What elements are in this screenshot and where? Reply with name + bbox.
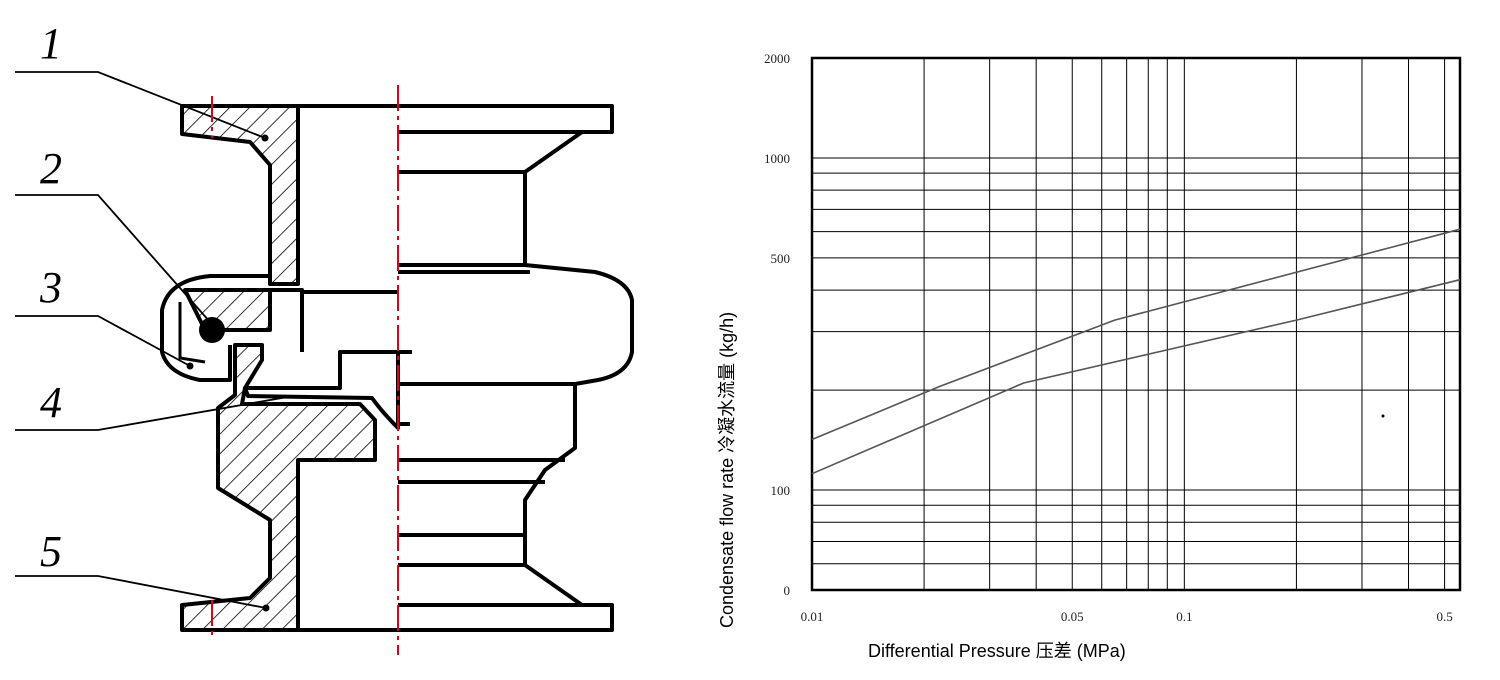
- y-tick-label: 100: [771, 483, 791, 498]
- leader-lines: [15, 71, 369, 609]
- chart-plot-area: [810, 56, 1462, 592]
- stray-dot: [1381, 414, 1385, 418]
- x-axis-title: Differential Pressure 压差 (MPa): [868, 641, 1126, 661]
- y-tick-label: 2000: [764, 51, 790, 66]
- y-tick-label: 0: [784, 583, 791, 598]
- leader-line-5: [15, 575, 267, 609]
- clamp-ring-inner: [178, 302, 206, 364]
- x-tick-label: 0.5: [1436, 609, 1452, 624]
- part-label-4: 4: [40, 378, 62, 427]
- check-disc: [243, 350, 400, 430]
- o-ring: [199, 317, 225, 343]
- chart-grid: [812, 58, 1460, 590]
- series-line-1: [811, 228, 1461, 441]
- upper-body-section: [180, 104, 300, 286]
- y-tick-label: 500: [771, 251, 791, 266]
- leader-line-2: [15, 194, 211, 323]
- part-label-2: 2: [40, 144, 62, 193]
- x-tick-label: 0.01: [801, 609, 824, 624]
- part-label-3: 3: [39, 263, 62, 312]
- leader-line-3: [15, 315, 191, 367]
- centerlines: [211, 85, 399, 655]
- clamp-nut-section: [183, 288, 272, 332]
- valve-cross-section: 1 2 3 4 5: [15, 19, 634, 655]
- part-label-1: 1: [40, 19, 62, 68]
- clamp-ring-outline: [160, 274, 268, 382]
- leader-line-4: [15, 382, 369, 431]
- y-axis-title: Condensate flow rate 冷凝水流量 (kg/h): [717, 312, 737, 628]
- chart-series: [811, 228, 1461, 475]
- x-tick-label: 0.1: [1176, 609, 1192, 624]
- series-line-2: [811, 278, 1461, 475]
- y-tick-label: 1000: [764, 151, 790, 166]
- part-label-5: 5: [40, 527, 62, 576]
- right-half-outline: [270, 104, 634, 632]
- x-tick-label: 0.05: [1061, 609, 1084, 624]
